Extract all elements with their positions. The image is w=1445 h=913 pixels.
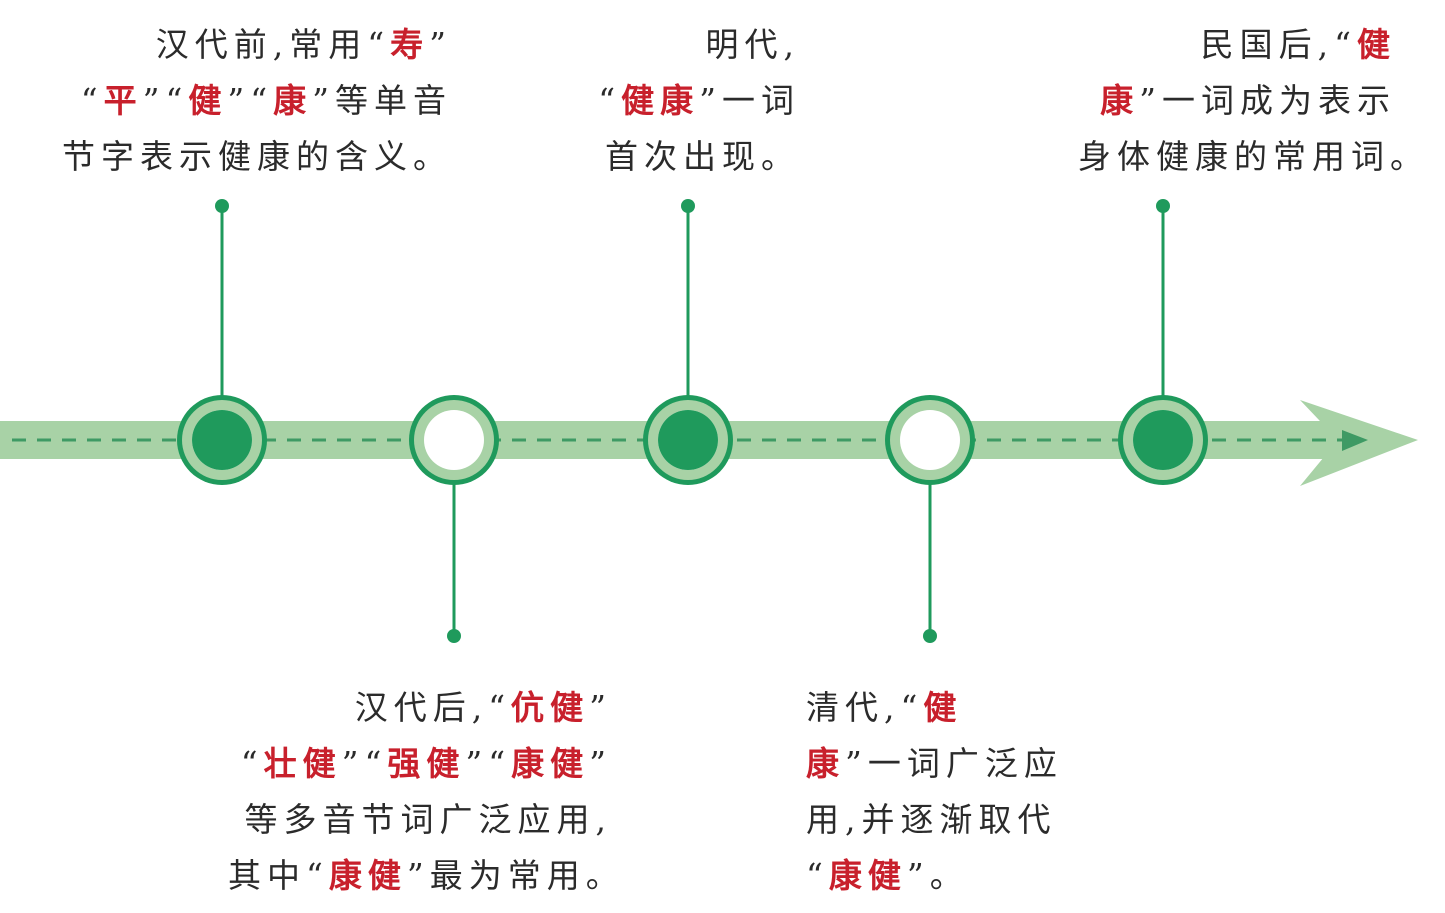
text-segment: 其中“ bbox=[228, 856, 329, 895]
text-segment: ”一词成为表示 bbox=[1139, 81, 1396, 120]
event-text-line: “康健”。 bbox=[806, 848, 1086, 904]
text-segment: 清代,“ bbox=[806, 688, 924, 727]
text-segment: 首次出现。 bbox=[605, 137, 800, 176]
stem-end-dot bbox=[1156, 199, 1170, 213]
highlighted-term: 康 bbox=[1100, 81, 1140, 120]
event-text-line: 民国后,“健 bbox=[1078, 17, 1396, 73]
timeline-inner-arrow bbox=[1342, 430, 1368, 451]
highlighted-term: 壮健 bbox=[263, 744, 342, 783]
event-text-line: 身体健康的常用词。 bbox=[1078, 129, 1423, 185]
node-white-gap bbox=[900, 410, 960, 470]
highlighted-term: 寿 bbox=[390, 25, 430, 64]
event-text-line: “平”“健”“康”等单音 bbox=[22, 73, 452, 129]
text-segment: ” bbox=[589, 688, 612, 727]
timeline-nodes bbox=[177, 395, 1208, 485]
text-segment: 明代, bbox=[705, 25, 800, 64]
event-text-line: “壮健”“强健”“康健” bbox=[228, 736, 612, 792]
text-segment: 汉代后,“ bbox=[354, 688, 512, 727]
event-text-line: “健康”一词 bbox=[596, 73, 800, 129]
event-han-after: 汉代后,“伉健”“壮健”“强健”“康健”等多音节词广泛应用,其中“康健”最为常用… bbox=[228, 680, 619, 904]
highlighted-term: 康 bbox=[273, 81, 313, 120]
event-text-line: 其中“康健”最为常用。 bbox=[228, 848, 619, 904]
text-segment: ”最为常用。 bbox=[406, 856, 625, 895]
event-text-line: 明代, bbox=[596, 17, 800, 73]
event-qing: 清代,“健康”一词广泛应用,并逐渐取代“康健”。 bbox=[806, 680, 1086, 904]
text-segment: ” bbox=[589, 744, 612, 783]
highlighted-term: 强健 bbox=[387, 744, 466, 783]
node-white-gap bbox=[424, 410, 484, 470]
text-segment: ”一词广泛应 bbox=[845, 744, 1063, 783]
node-filled-center bbox=[192, 410, 252, 470]
text-segment: “ bbox=[240, 744, 264, 783]
text-segment: 汉代前,常用“ bbox=[155, 25, 391, 64]
highlighted-term: 健 bbox=[188, 81, 228, 120]
highlighted-term: 康健 bbox=[828, 856, 907, 895]
event-minguo-after: 民国后,“健康”一词成为表示身体健康的常用词。 bbox=[1078, 17, 1423, 185]
text-segment: ”一词 bbox=[699, 81, 800, 120]
text-segment: ”“ bbox=[341, 744, 388, 783]
node-filled-center bbox=[658, 410, 718, 470]
text-segment: ”“ bbox=[465, 744, 512, 783]
event-text-line: 清代,“健 bbox=[806, 680, 1086, 736]
text-segment: ” bbox=[429, 25, 452, 64]
event-han-before: 汉代前,常用“寿”“平”“健”“康”等单音节字表示健康的含义。 bbox=[22, 17, 452, 185]
event-ming: 明代, “健康”一词首次出现。 bbox=[596, 17, 800, 185]
stem-end-dot bbox=[215, 199, 229, 213]
text-segment: “ bbox=[598, 81, 622, 120]
event-text-line: 康”一词广泛应 bbox=[806, 736, 1086, 792]
highlighted-term: 健 bbox=[923, 688, 963, 727]
text-segment: 用,并逐渐取代 bbox=[806, 800, 1057, 839]
text-segment: ”等单音 bbox=[312, 81, 452, 120]
text-segment: 节字表示健康的含义。 bbox=[62, 137, 452, 176]
event-text-line: 康”一词成为表示 bbox=[1078, 73, 1396, 129]
text-segment: 身体健康的常用词。 bbox=[1078, 137, 1429, 176]
text-segment: ”。 bbox=[906, 856, 969, 895]
highlighted-term: 康 bbox=[806, 744, 845, 783]
text-segment: “ bbox=[806, 856, 829, 895]
node-filled-center bbox=[1133, 410, 1193, 470]
event-text-line: 节字表示健康的含义。 bbox=[22, 129, 452, 185]
event-text-line: 汉代后,“伉健” bbox=[228, 680, 612, 736]
text-segment: ”“ bbox=[142, 81, 189, 120]
highlighted-term: 健 bbox=[1357, 25, 1396, 64]
highlighted-term: 伉健 bbox=[511, 688, 590, 727]
stem-end-dot bbox=[447, 629, 461, 643]
highlighted-term: 康健 bbox=[511, 744, 590, 783]
highlighted-term: 康健 bbox=[328, 856, 407, 895]
highlighted-term: 平 bbox=[103, 81, 143, 120]
event-text-line: 汉代前,常用“寿” bbox=[22, 17, 452, 73]
text-segment: 民国后,“ bbox=[1200, 25, 1357, 64]
event-text-line: 等多音节词广泛应用, bbox=[228, 792, 612, 848]
stem-end-dot bbox=[681, 199, 695, 213]
event-text-line: 用,并逐渐取代 bbox=[806, 792, 1086, 848]
text-segment: “ bbox=[80, 81, 104, 120]
text-segment: 等多音节词广泛应用, bbox=[244, 800, 612, 839]
event-text-line: 首次出现。 bbox=[596, 129, 800, 185]
stem-end-dot bbox=[923, 629, 937, 643]
text-segment: ”“ bbox=[227, 81, 274, 120]
highlighted-term: 健康 bbox=[621, 81, 700, 120]
